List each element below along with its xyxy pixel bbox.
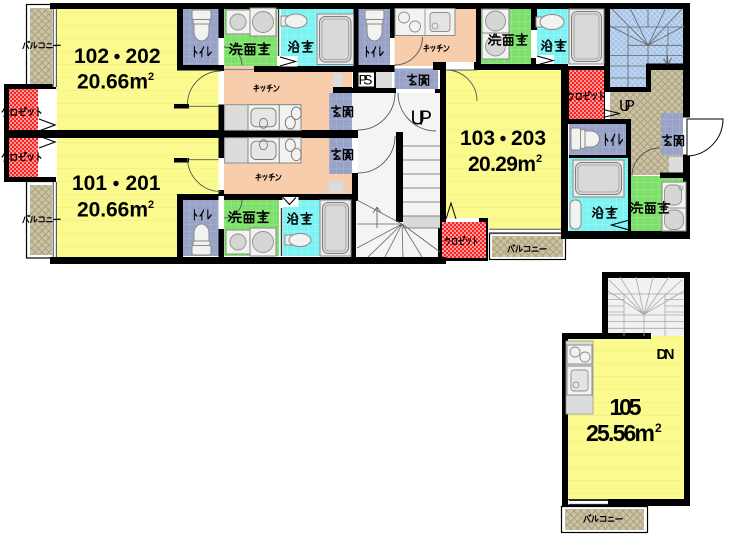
svg-text:20.66m: 20.66m xyxy=(77,71,148,94)
svg-text:UP: UP xyxy=(619,98,635,115)
svg-text:PS: PS xyxy=(359,72,373,88)
svg-text:UP: UP xyxy=(411,108,433,130)
svg-text:202: 202 xyxy=(126,45,161,68)
svg-text:20.66m: 20.66m xyxy=(77,199,148,222)
svg-text:2: 2 xyxy=(536,153,542,165)
svg-text:DN: DN xyxy=(657,347,675,363)
svg-text:2: 2 xyxy=(148,71,154,83)
svg-text:201: 201 xyxy=(126,172,161,195)
svg-text:102: 102 xyxy=(74,45,109,68)
svg-text:25.56m: 25.56m xyxy=(586,420,655,446)
svg-text:20.29m: 20.29m xyxy=(468,153,536,176)
svg-text:203: 203 xyxy=(511,127,546,150)
svg-text:101: 101 xyxy=(72,172,107,195)
svg-text:2: 2 xyxy=(148,199,154,211)
svg-text:2: 2 xyxy=(655,421,662,435)
svg-text:103: 103 xyxy=(460,127,495,150)
svg-text:105: 105 xyxy=(610,394,642,420)
